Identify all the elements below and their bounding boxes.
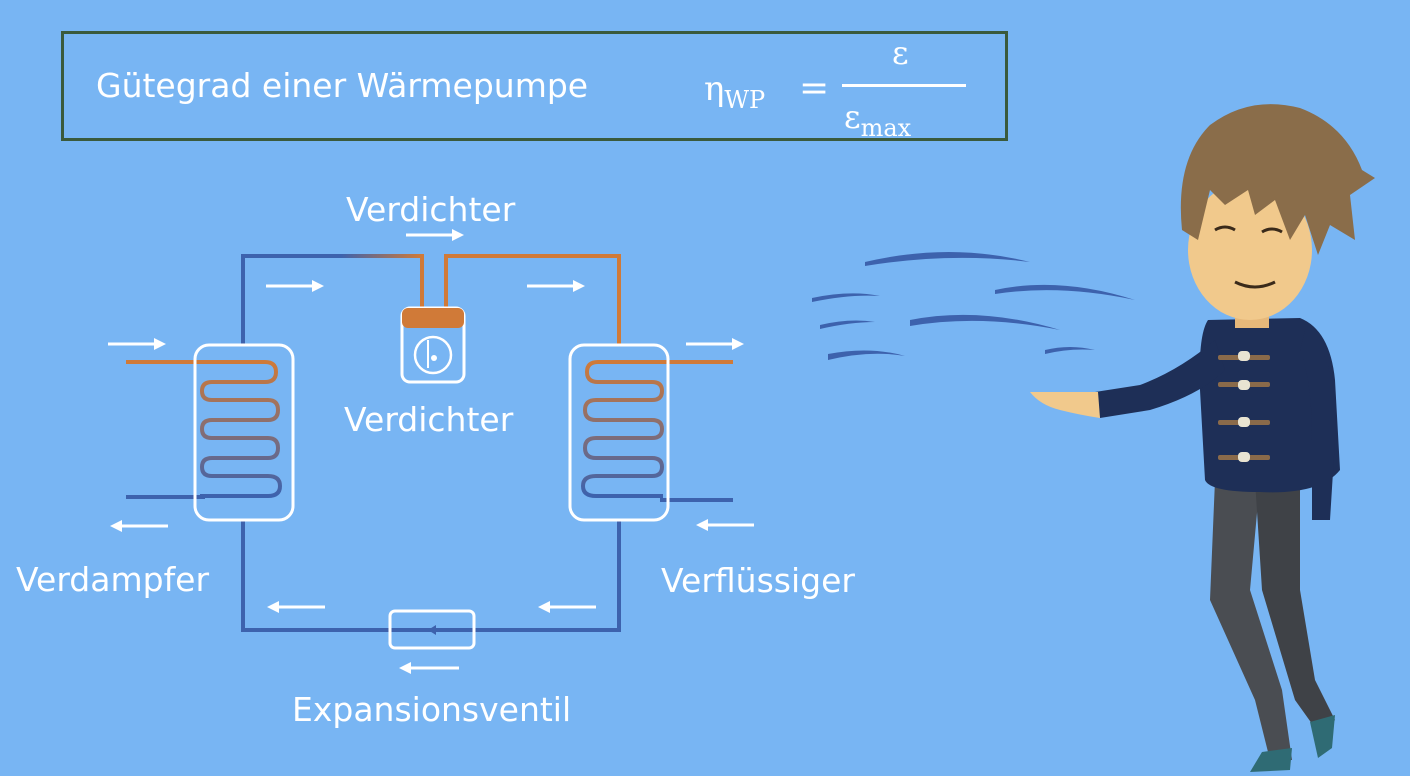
compressor — [400, 306, 466, 384]
arrow-left-icon — [538, 601, 596, 613]
condenser — [568, 343, 670, 522]
character-shoe — [1310, 715, 1335, 758]
arrow-left-icon — [399, 662, 459, 674]
formula-symbol: ηWP — [704, 69, 765, 114]
arrow-right-icon — [108, 338, 166, 350]
arrow-right-icon — [266, 280, 324, 292]
evaporator — [193, 343, 295, 522]
flow-arrows — [108, 229, 754, 674]
pipe-left-to-compressor — [241, 254, 424, 345]
formula-max-subscript: max — [860, 114, 912, 142]
pipe-condenser-to-valve — [241, 520, 621, 632]
arrow-right-icon — [527, 280, 585, 292]
formula-denominator: εmax — [844, 98, 911, 142]
arrow-left-icon — [696, 519, 754, 531]
character-leg — [1255, 480, 1335, 735]
character-shoe — [1250, 748, 1292, 772]
condenser-coil — [580, 360, 665, 498]
formula-equals: = — [799, 68, 830, 109]
character-hair — [1180, 104, 1375, 255]
wind-gust-icon — [812, 252, 1135, 360]
compressor-label: Verdichter — [344, 400, 514, 439]
arrow-left-icon — [267, 601, 325, 613]
character-hand — [1030, 392, 1100, 418]
formula-epsilon-max: ε — [844, 98, 861, 136]
evaporator-label: Verdampfer — [16, 560, 210, 599]
slide-title: Gütegrad einer Wärmepumpe — [96, 66, 589, 105]
expansion-valve-label: Expansionsventil — [292, 690, 572, 729]
formula-eta: η — [704, 69, 725, 109]
character-arm — [1300, 330, 1336, 520]
compressor-top-label: Verdichter — [346, 190, 516, 229]
arrow-left-icon — [110, 520, 168, 532]
arrow-right-icon — [406, 229, 464, 241]
expansion-valve — [388, 609, 476, 650]
presenter-character — [1030, 104, 1375, 772]
character-leg — [1210, 480, 1292, 760]
title-box: Gütegrad einer Wärmepumpe ηWP = ε εmax — [61, 31, 1008, 142]
formula-eta-subscript: WP — [724, 86, 766, 114]
pipe-compressor-to-condenser — [444, 254, 621, 345]
fraction-bar — [842, 84, 966, 87]
condenser-label: Verflüssiger — [661, 561, 855, 600]
character-arm — [1095, 340, 1225, 418]
formula-numerator: ε — [892, 34, 909, 72]
evaporator-coil — [199, 360, 283, 498]
arrow-right-icon — [686, 338, 744, 350]
